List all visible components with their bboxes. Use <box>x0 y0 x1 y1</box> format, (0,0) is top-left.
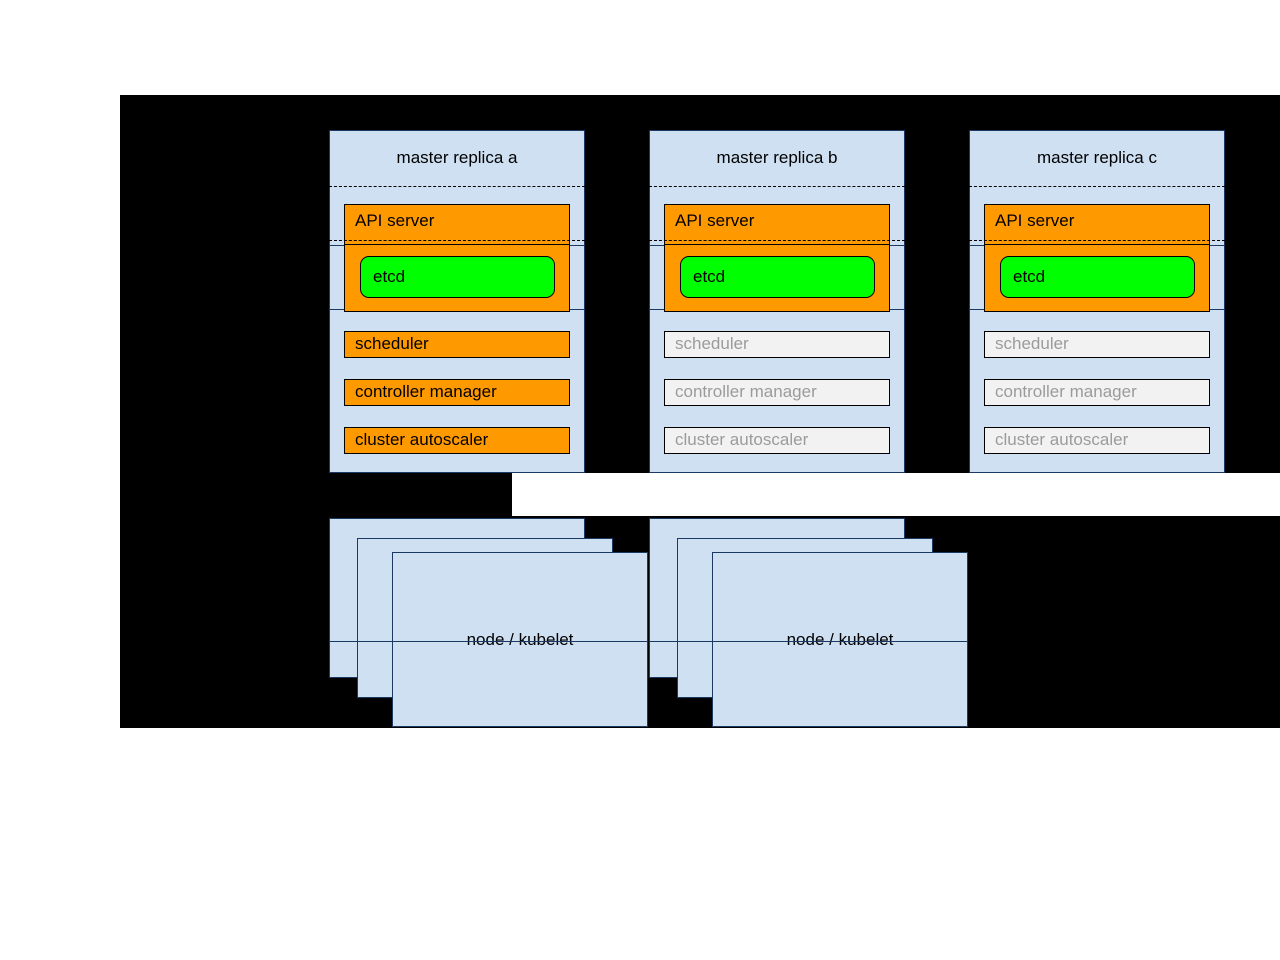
replica-c-controller-manager-label: controller manager <box>995 382 1137 402</box>
master-replica-b-title: master replica b <box>716 148 838 167</box>
replica-b-api-etcd-dashline <box>649 240 905 241</box>
master-replica-c-title: master replica c <box>1037 148 1157 167</box>
node-group-2-divider <box>649 641 968 642</box>
node-group-1-card-front[interactable]: node / kubelet <box>392 552 648 727</box>
replica-a-header-divider <box>329 186 585 187</box>
replica-b-cluster-autoscaler[interactable]: cluster autoscaler <box>664 427 890 454</box>
replica-c-header-divider <box>969 186 1225 187</box>
replica-a-controller-manager-label: controller manager <box>355 382 497 402</box>
replica-a-etcd[interactable]: etcd <box>360 256 555 298</box>
replica-b-etcd-label: etcd <box>693 266 726 286</box>
replica-c-api-server[interactable]: API server <box>984 204 1210 245</box>
replica-c-controller-manager[interactable]: controller manager <box>984 379 1210 406</box>
replica-c-scheduler[interactable]: scheduler <box>984 331 1210 358</box>
replica-b-api-server[interactable]: API server <box>664 204 890 245</box>
replica-c-api-etcd-dashline <box>969 240 1225 241</box>
replica-b-etcd[interactable]: etcd <box>680 256 875 298</box>
replica-b-cluster-autoscaler-label: cluster autoscaler <box>675 430 809 450</box>
replica-c-etcd[interactable]: etcd <box>1000 256 1195 298</box>
replica-a-api-server[interactable]: API server <box>344 204 570 245</box>
replica-a-api-etcd-dashline <box>329 240 585 241</box>
replica-a-api-server-label: API server <box>355 211 435 230</box>
replica-a-scheduler-label: scheduler <box>355 334 429 354</box>
replica-b-controller-manager-label: controller manager <box>675 382 817 402</box>
replica-a-controller-manager[interactable]: controller manager <box>344 379 570 406</box>
master-replica-a-title: master replica a <box>396 148 518 167</box>
replica-b-scheduler[interactable]: scheduler <box>664 331 890 358</box>
node-group-2-card-front[interactable]: node / kubelet <box>712 552 968 727</box>
replica-a-cluster-autoscaler-label: cluster autoscaler <box>355 430 489 450</box>
replica-c-scheduler-label: scheduler <box>995 334 1069 354</box>
replica-c-api-server-label: API server <box>995 211 1075 230</box>
replica-c-cluster-autoscaler-label: cluster autoscaler <box>995 430 1129 450</box>
replica-b-api-server-label: API server <box>675 211 755 230</box>
replica-a-etcd-label: etcd <box>373 266 406 286</box>
replica-b-scheduler-label: scheduler <box>675 334 749 354</box>
node-group-1-label: node / kubelet <box>466 629 574 649</box>
backdrop-cutout <box>512 473 1280 516</box>
node-group-1-divider <box>329 641 648 642</box>
replica-a-scheduler[interactable]: scheduler <box>344 331 570 358</box>
replica-c-cluster-autoscaler[interactable]: cluster autoscaler <box>984 427 1210 454</box>
replica-c-etcd-label: etcd <box>1013 266 1046 286</box>
replica-b-header-divider <box>649 186 905 187</box>
node-group-2-label: node / kubelet <box>786 629 894 649</box>
replica-b-controller-manager[interactable]: controller manager <box>664 379 890 406</box>
replica-a-cluster-autoscaler[interactable]: cluster autoscaler <box>344 427 570 454</box>
